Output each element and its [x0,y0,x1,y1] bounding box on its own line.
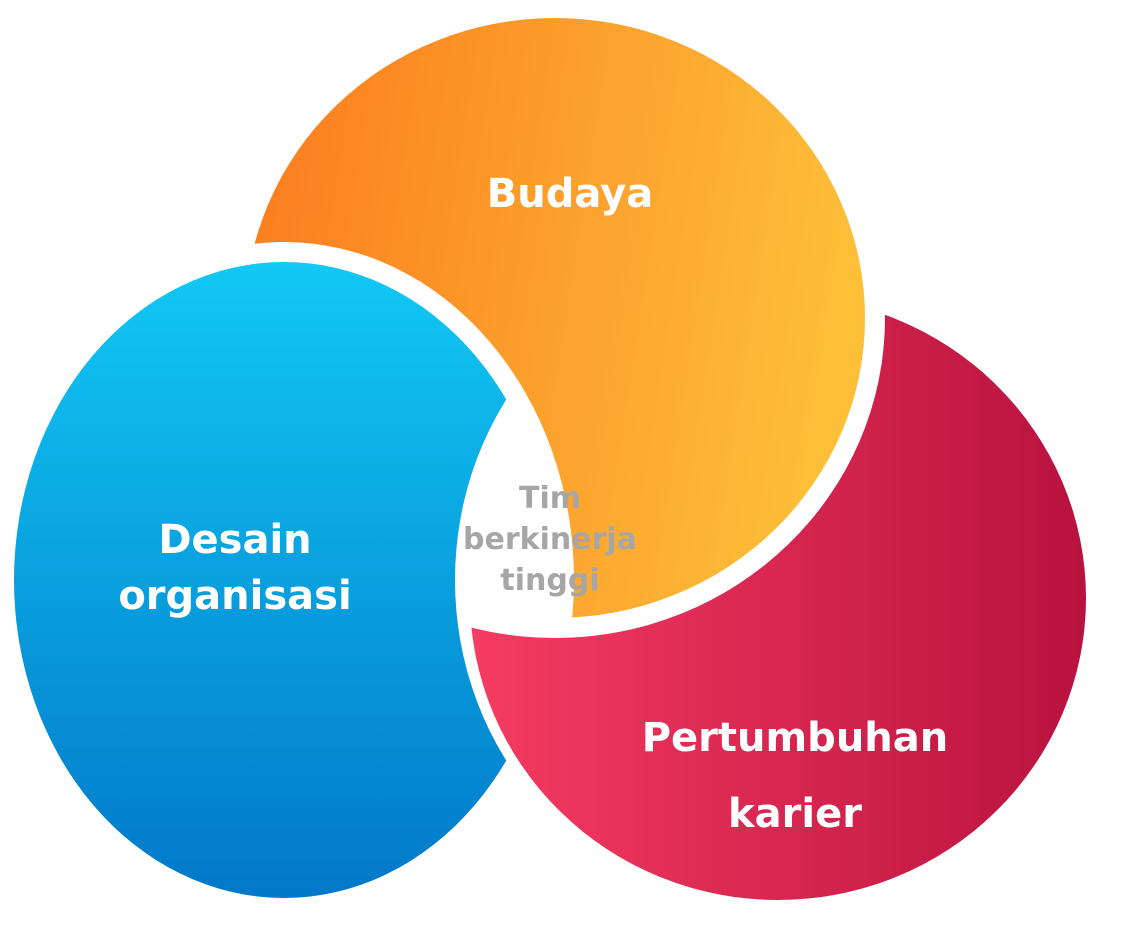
label-desain-line-1: Desain [158,517,312,563]
label-pertumbuhan-line-1: Pertumbuhan [641,715,949,761]
label-pertumbuhan-karier: Pertumbuhan karier [600,700,990,852]
label-center-line-3: tinggi [500,563,600,598]
label-budaya: Budaya [420,172,720,217]
label-pertumbuhan-line-2: karier [728,791,862,837]
circle-desain-organisasi [14,262,554,898]
label-desain-organisasi: Desain organisasi [80,512,390,624]
label-budaya-text: Budaya [486,171,654,217]
label-center-line-1: Tim [518,481,581,516]
label-center-tim-berkinerja-tinggi: Tim berkinerja tinggi [440,478,660,601]
label-desain-line-2: organisasi [118,573,352,619]
circle-pertumbuhan-karier [470,296,1086,900]
label-center-line-2: berkinerja [463,522,637,557]
